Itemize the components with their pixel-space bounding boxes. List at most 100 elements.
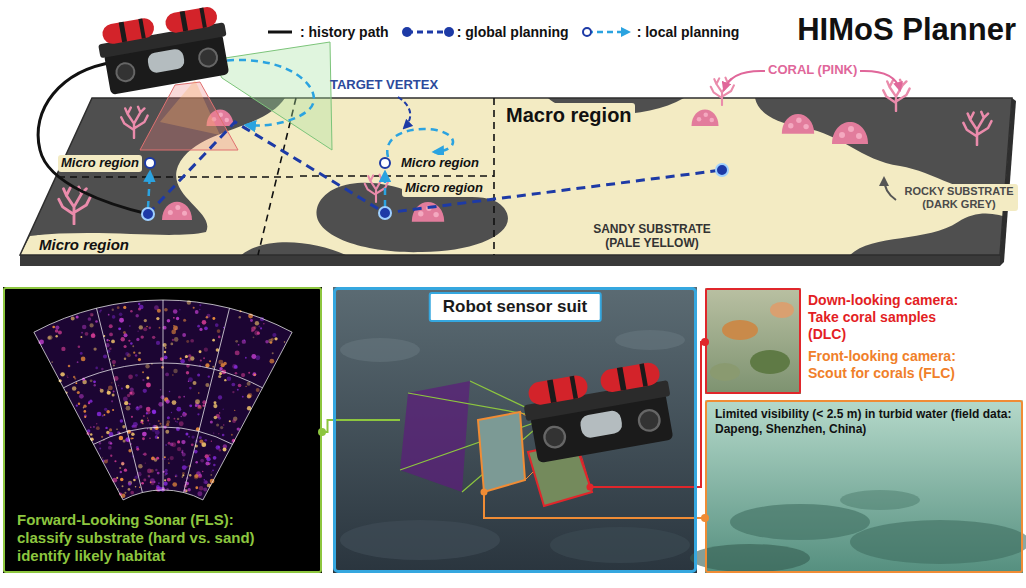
- sonar-return: [247, 393, 252, 398]
- sonar-return: [181, 440, 185, 444]
- sonar-return: [61, 347, 65, 351]
- sonar-return: [180, 359, 185, 364]
- sonar-return: [83, 405, 86, 408]
- legend-line: [587, 31, 625, 34]
- sonar-return: [224, 379, 226, 381]
- sonar-return: [175, 475, 178, 478]
- sonar-return: [79, 394, 84, 399]
- sonar-return: [81, 357, 86, 362]
- sonar-return: [99, 442, 101, 444]
- sonar-return: [78, 346, 81, 349]
- sonar-return: [170, 343, 173, 346]
- sonar-return: [274, 337, 277, 340]
- region-label: Macro region: [503, 103, 635, 128]
- sonar-return: [128, 482, 132, 486]
- sonar-return: [213, 464, 216, 467]
- sonar-grid: [163, 300, 164, 490]
- sonar-return: [182, 476, 183, 477]
- sonar-return: [245, 386, 246, 387]
- sonar-return: [138, 358, 141, 361]
- region-boundary: [300, 175, 494, 177]
- sonar-return: [66, 375, 68, 377]
- leader-dot: [587, 484, 594, 491]
- sonar-return: [160, 389, 162, 391]
- sonar-return: [109, 428, 112, 431]
- sonar-return: [251, 326, 256, 331]
- sonar-return: [157, 486, 162, 491]
- sonar-return: [108, 446, 112, 450]
- sonar-return: [165, 444, 167, 446]
- sonar-return: [52, 326, 55, 329]
- sensor-frustum: [400, 381, 548, 492]
- local-path: [384, 172, 387, 207]
- sonar-return: [108, 314, 110, 316]
- sonar-return: [153, 458, 155, 460]
- sonar-return: [144, 319, 147, 322]
- sonar-return: [112, 315, 116, 319]
- sonar-return: [254, 331, 259, 336]
- sonar-return: [155, 469, 157, 471]
- sonar-return: [203, 357, 205, 359]
- sonar-return: [143, 453, 145, 455]
- sonar-return: [218, 336, 221, 339]
- sonar-return: [174, 418, 176, 420]
- connector-group: [697, 514, 709, 522]
- sonar-return: [191, 443, 194, 446]
- sonar-return: [195, 461, 197, 463]
- sonar-return: [175, 421, 176, 422]
- sonar-return: [90, 433, 93, 436]
- sonar-return: [207, 314, 211, 318]
- turbid-photo: [690, 544, 810, 572]
- panel-ground: [3, 287, 322, 573]
- sonar-return: [164, 456, 166, 458]
- sonar-return: [142, 423, 143, 424]
- sonar-return: [51, 361, 53, 363]
- panel-title: Robot sensor suit: [429, 292, 602, 322]
- sonar-return: [149, 437, 151, 439]
- sonar-fan: [34, 300, 292, 500]
- coral: [162, 202, 192, 220]
- sonar-return: [142, 437, 145, 440]
- sonar-return: [172, 374, 174, 376]
- sonar-return: [106, 431, 110, 435]
- sonar-return: [157, 472, 160, 475]
- sonar-return: [213, 432, 214, 433]
- sonar-return: [158, 402, 163, 407]
- sonar-return: [95, 320, 98, 323]
- sonar-return: [125, 352, 129, 356]
- sonar-return: [204, 326, 208, 330]
- sonar-return: [77, 361, 79, 363]
- sonar-return: [148, 476, 150, 478]
- sonar-return: [169, 391, 171, 393]
- sensor-caption: Down-looking camera: Take coral samples …: [808, 292, 976, 342]
- sonar-return: [47, 336, 51, 340]
- sonar-return: [130, 342, 133, 345]
- coral: [782, 114, 814, 134]
- sonar-return: [165, 469, 168, 472]
- sonar-return: [231, 434, 233, 436]
- sonar-return: [159, 423, 161, 425]
- sonar-return: [124, 358, 127, 361]
- sonar-return: [223, 424, 224, 425]
- sonar-return: [173, 317, 175, 319]
- sensor-scene: [340, 338, 420, 362]
- sensor-frustum: [212, 42, 332, 150]
- sensor-caption: Forward-Looking Sonar (FLS): classify su…: [17, 511, 287, 565]
- sonar-return: [58, 331, 62, 335]
- sonar-return: [136, 448, 139, 451]
- sonar-return: [218, 417, 221, 420]
- sonar-return: [130, 391, 135, 396]
- sonar-return: [143, 415, 145, 417]
- sonar-return: [122, 485, 124, 487]
- sonar-return: [90, 323, 94, 327]
- sonar-return: [109, 340, 110, 341]
- sonar-return: [146, 407, 151, 412]
- sonar-return: [102, 457, 103, 458]
- sonar-return: [114, 460, 116, 462]
- sonar-return: [218, 433, 220, 435]
- sonar-return: [78, 403, 80, 405]
- sonar-image: [3, 287, 322, 573]
- sonar-return: [179, 309, 181, 311]
- sonar-return: [123, 397, 128, 402]
- sonar-return: [108, 441, 112, 445]
